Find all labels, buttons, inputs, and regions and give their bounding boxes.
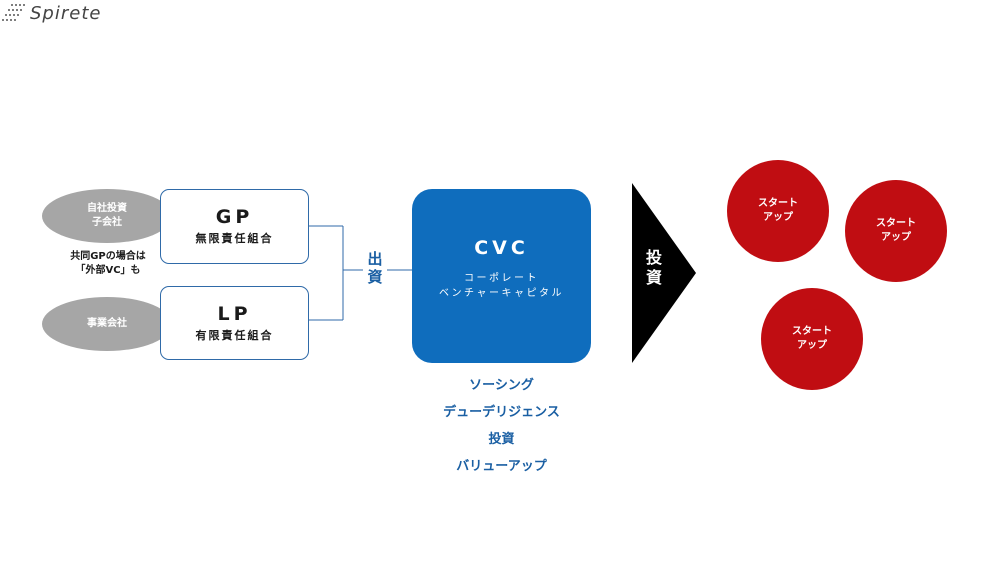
function-due-diligence: デューデリジェンス	[443, 405, 560, 420]
gp-title: GP	[215, 206, 254, 228]
self-invest-line1: 自社投資	[87, 203, 127, 214]
joint-gp-note-line1: 共同GPの場合は	[70, 251, 146, 262]
gp-box: GP 無限責任組合	[160, 189, 309, 264]
lp-subtitle: 有限責任組合	[195, 328, 274, 342]
startup-label-line2: アップ	[763, 212, 793, 223]
investment-arrow	[632, 183, 696, 363]
cvc-box: CVC コーポレート ベンチャーキャピタル	[412, 189, 591, 363]
contribution-char2: 資	[367, 268, 383, 286]
joint-gp-note: 共同GPの場合は 「外部VC」も	[48, 250, 168, 278]
function-investment: 投資	[488, 432, 515, 447]
investment-label: 投 資	[640, 248, 668, 288]
lp-box: LP 有限責任組合	[160, 286, 309, 360]
investment-char1: 投	[645, 248, 662, 267]
function-value-up: バリューアップ	[456, 459, 547, 474]
startup-circle: スタート アップ	[727, 160, 829, 262]
self-invest-subsidiary: 自社投資 子会社	[42, 189, 172, 243]
cvc-subtitle-line1: コーポレート	[464, 273, 539, 284]
startup-label-line2: アップ	[797, 340, 827, 351]
investment-char2: 資	[645, 268, 662, 287]
contribution-char1: 出	[367, 250, 383, 268]
cvc-title: CVC	[474, 237, 529, 259]
startup-label-line2: アップ	[881, 232, 911, 243]
logo-text: Spirete	[30, 3, 101, 24]
business-company-label: 事業会社	[87, 318, 127, 329]
gp-subtitle: 無限責任組合	[195, 232, 274, 245]
lp-title: LP	[217, 302, 252, 325]
startup-circle: スタート アップ	[845, 180, 947, 282]
startup-label-line1: スタート	[792, 326, 832, 337]
contribution-label: 出 資	[363, 250, 387, 286]
startup-circle: スタート アップ	[761, 288, 863, 390]
self-invest-line2: 子会社	[92, 217, 122, 228]
startup-label-line1: スタート	[758, 198, 798, 209]
joint-gp-note-line2: 「外部VC」も	[75, 265, 141, 276]
spirete-logo: Spirete	[2, 3, 101, 24]
startup-label-line1: スタート	[876, 218, 916, 229]
cvc-subtitle-line2: ベンチャーキャピタル	[439, 288, 564, 299]
function-sourcing: ソーシング	[469, 378, 534, 393]
business-company: 事業会社	[42, 297, 172, 351]
